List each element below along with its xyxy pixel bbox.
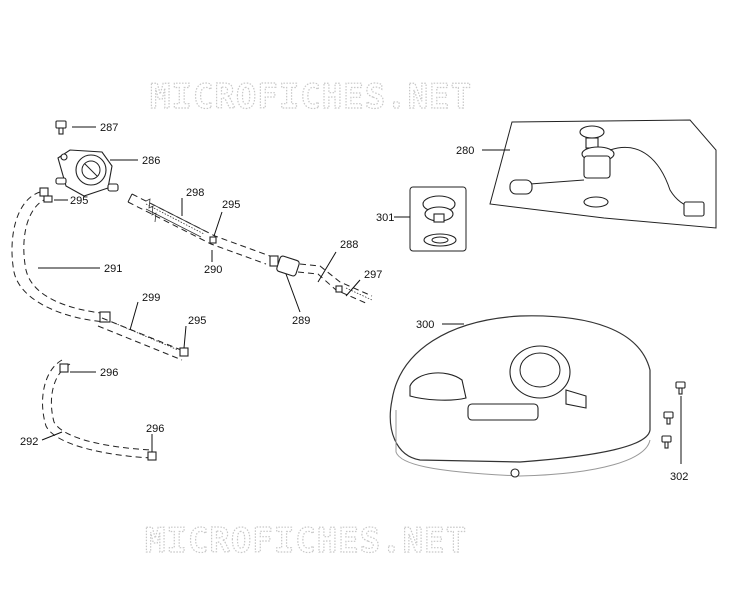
callout-290: 290 <box>204 264 222 276</box>
callout-296-b: 296 <box>146 423 164 435</box>
callout-296-a: 296 <box>100 367 118 379</box>
callout-287: 287 <box>100 122 118 134</box>
watermark-bottom: MICROFICHES.NET <box>145 521 467 561</box>
hose-with-spring-290-icon <box>127 193 271 265</box>
fuel-cap-301-icon <box>409 186 467 252</box>
fuel-hose-291-icon <box>11 187 111 323</box>
callout-301: 301 <box>376 212 394 224</box>
fuel-hose-292-icon <box>42 359 157 461</box>
callout-300: 300 <box>416 319 434 331</box>
callout-295-c: 295 <box>188 315 206 327</box>
watermark-top: MICROFICHES.NET <box>150 77 472 117</box>
callout-298: 298 <box>186 187 204 199</box>
spring-299-icon <box>97 317 189 361</box>
callout-289: 289 <box>292 315 310 327</box>
callout-286: 286 <box>142 155 160 167</box>
callout-297: 297 <box>364 269 382 281</box>
callout-288: 288 <box>340 239 358 251</box>
callout-295-a: 295 <box>70 195 88 207</box>
fuel-valve-286-icon <box>55 149 119 197</box>
callout-299: 299 <box>142 292 160 304</box>
screws-302-icon <box>661 381 686 449</box>
clamp-295-icon <box>43 195 53 203</box>
fuel-filter-289-icon <box>269 255 373 305</box>
callout-291: 291 <box>104 263 122 275</box>
fuel-tank-300-icon <box>389 315 651 478</box>
callout-295-b: 295 <box>222 199 240 211</box>
fuel-level-sender-280-icon <box>489 119 717 229</box>
callout-292: 292 <box>20 436 38 448</box>
callout-280: 280 <box>456 145 474 157</box>
callout-302: 302 <box>670 471 688 483</box>
bolt-287-icon <box>55 120 67 135</box>
